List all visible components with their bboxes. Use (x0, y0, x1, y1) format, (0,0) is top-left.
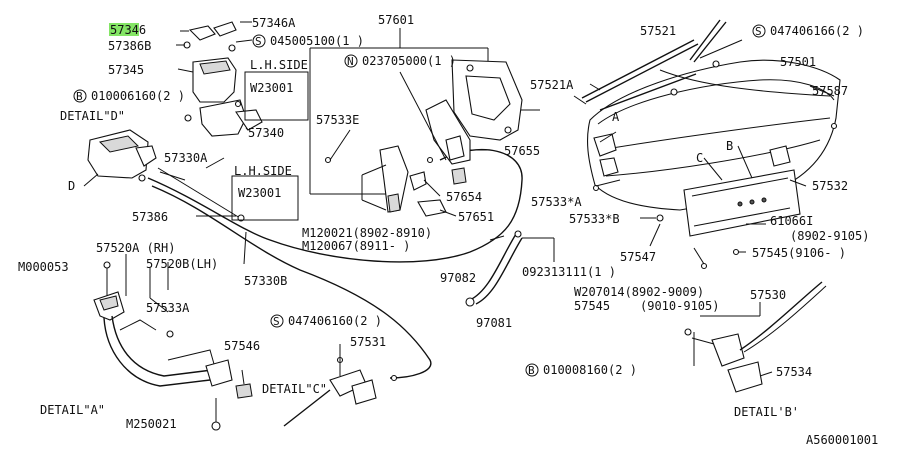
label-57530: 57530 (750, 288, 786, 302)
label-57545-range: 57545(9106- ) (752, 246, 846, 260)
leader-lines (167, 39, 835, 377)
label-b010006160: 010006160(2 ) (91, 89, 185, 103)
label-57655: 57655 (504, 144, 540, 158)
label-57533e: 57533E (316, 113, 359, 127)
label-61066i: 61066I (770, 214, 813, 228)
label-57386b: 57386B (108, 39, 151, 53)
label-57330a: 57330A (164, 151, 208, 165)
label-range-9010-9105: (9010-9105) (640, 299, 719, 313)
label-detail-c: DETAIL"C" (262, 382, 327, 396)
label-97081: 97081 (476, 316, 512, 330)
part-labels: 57346 57346A S 045005100(1 ) 57601 57521… (18, 13, 878, 447)
callout-a: A (612, 110, 620, 124)
label-57521a: 57521A (530, 78, 574, 92)
svg-text:S: S (755, 25, 762, 38)
label-m250021: M250021 (126, 417, 177, 431)
label-57601: 57601 (378, 13, 414, 27)
label-57340: 57340 (248, 126, 284, 140)
label-57345: 57345 (108, 63, 144, 77)
label-57654: 57654 (446, 190, 482, 204)
label-57346a: 57346A (252, 16, 296, 30)
label-97082: 97082 (440, 271, 476, 285)
svg-text:B: B (76, 90, 83, 103)
label-lhside-1: L.H.SIDE (250, 58, 308, 72)
label-w23001-2: W23001 (238, 186, 281, 200)
label-57587: 57587 (812, 84, 848, 98)
callout-d: D (68, 179, 75, 193)
label-detail-b: DETAIL'B' (734, 405, 799, 419)
figure-id: A560001001 (806, 433, 878, 447)
label-57330b: 57330B (244, 274, 287, 288)
label-57532: 57532 (812, 179, 848, 193)
cable-end-detail-c (283, 344, 398, 427)
label-57545: 57545 (574, 299, 610, 313)
label-57346: 57346 (110, 23, 146, 37)
label-57533xb: 57533*B (569, 212, 620, 226)
opener-handle-assembly (176, 21, 309, 137)
label-m000053: M000053 (18, 260, 69, 274)
label-w23001-1: W23001 (250, 81, 293, 95)
s-circle-icon (270, 314, 284, 328)
label-57521: 57521 (640, 24, 676, 38)
label-w207014: W207014(8902-9009) (574, 285, 704, 299)
label-57520a: 57520A (RH) (96, 241, 175, 255)
label-092313111: 092313111(1 ) (522, 265, 616, 279)
svg-text:B: B (528, 364, 535, 377)
label-57533xa: 57533*A (531, 195, 582, 209)
callout-b: B (726, 139, 733, 153)
hinge-detail-a (93, 261, 253, 431)
label-range-8902-9105: (8902-9105) (790, 229, 869, 243)
label-57546: 57546 (224, 339, 260, 353)
label-m120021: M120021(8902-8910) (302, 226, 432, 240)
rear-garnish-57532 (683, 169, 801, 270)
label-detail-d: DETAIL"D" (60, 109, 125, 123)
trunk-lid-57501 (586, 19, 841, 211)
label-lhside-2: L.H.SIDE (234, 164, 292, 178)
label-m120067: M120067(8911- ) (302, 239, 410, 253)
label-57534: 57534 (776, 365, 812, 379)
latch-assembly (324, 145, 447, 217)
callout-c: C (696, 151, 703, 165)
torsion-bars (573, 39, 699, 111)
opener-cables (147, 148, 523, 379)
label-57386: 57386 (132, 210, 168, 224)
opener-lever-d (83, 129, 157, 187)
rear-plate-57601 (425, 59, 523, 185)
svg-text:S: S (255, 35, 262, 48)
label-57547: 57547 (620, 250, 656, 264)
b-circle-icon (525, 363, 539, 377)
label-s045005100: 045005100(1 ) (270, 34, 364, 48)
hinge-label-brackets (125, 254, 169, 313)
label-57531: 57531 (350, 335, 386, 349)
svg-text:N: N (347, 55, 354, 68)
drain-hose (465, 230, 555, 307)
n-circle-icon (344, 54, 358, 68)
hinge-detail-b (684, 281, 827, 393)
label-57501: 57501 (780, 55, 816, 69)
highlight-marker (109, 23, 139, 36)
svg-text:S: S (273, 315, 280, 328)
label-n023705000: 023705000(1 ) (362, 54, 456, 68)
label-57533a: 57533A (146, 301, 190, 315)
label-b010008160: 010008160(2 ) (543, 363, 637, 377)
lhside-box-2 (231, 175, 299, 221)
label-57651: 57651 (458, 210, 494, 224)
s-circle-icon (752, 24, 766, 38)
label-s047406160: 047406160(2 ) (288, 314, 382, 328)
s-circle-icon (252, 34, 266, 48)
b-circle-icon (73, 89, 87, 103)
lid-hinges (592, 133, 791, 222)
label-57520b: 57520B(LH) (146, 257, 218, 271)
label-detail-a: DETAIL"A" (40, 403, 105, 417)
label-s047406166: 047406166(2 ) (770, 24, 864, 38)
